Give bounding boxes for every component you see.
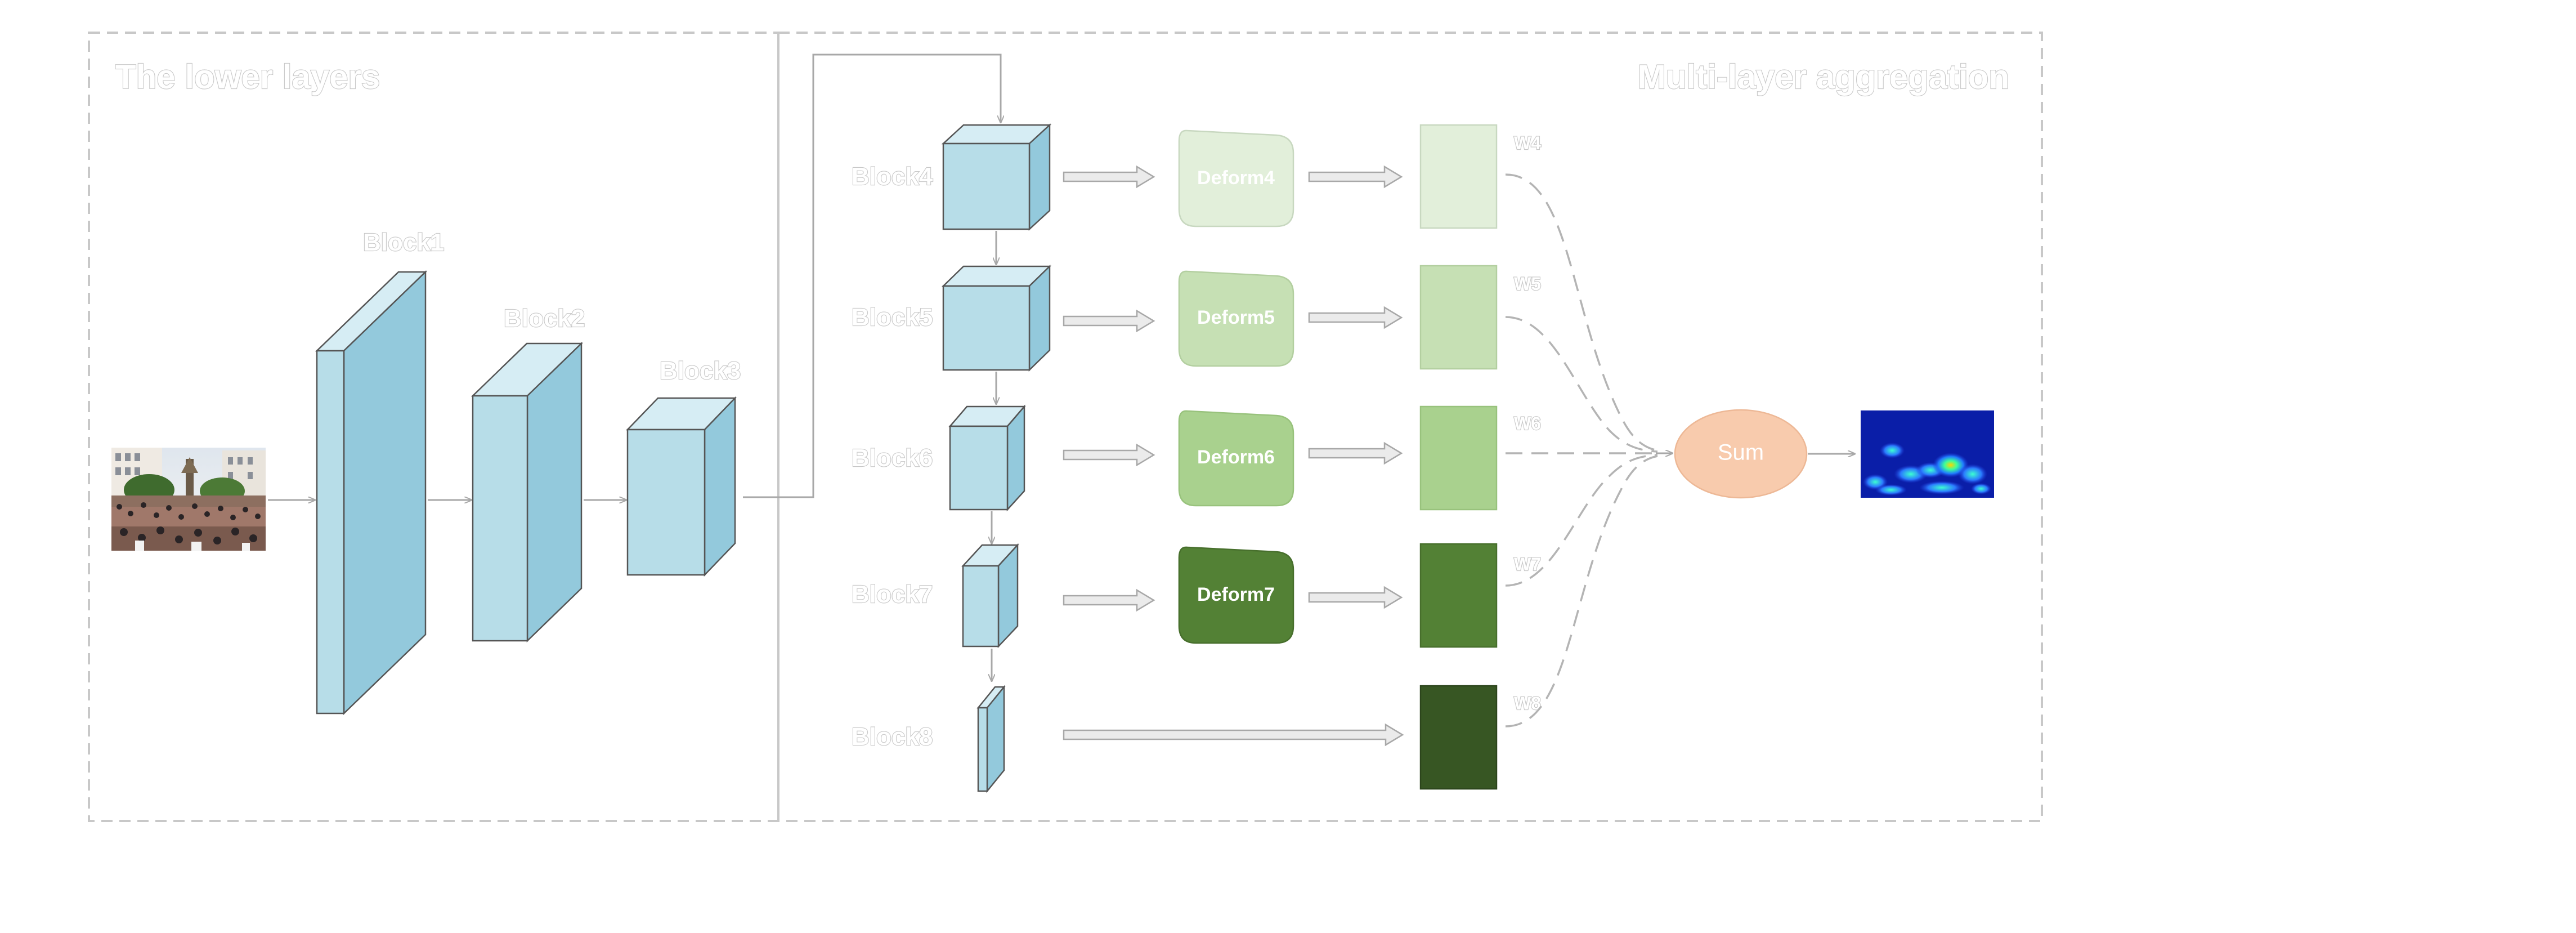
- w5-connector: [1505, 316, 1658, 453]
- block2-cube: [471, 342, 584, 642]
- sum-node: Sum: [1674, 409, 1808, 499]
- weight-w6-label: W6: [1514, 413, 1541, 434]
- block4-to-deform4-arrow: [1063, 165, 1155, 189]
- block8-cube: [976, 685, 1006, 793]
- block7-cube: [961, 543, 1019, 649]
- deform5-module: Deform5: [1178, 270, 1294, 367]
- block7-to-deform7-arrow: [1063, 588, 1155, 612]
- block3-cube: [626, 396, 737, 577]
- w8-connector: [1505, 455, 1658, 727]
- lower-layers-title: The lower layers: [115, 58, 380, 96]
- block3-label: Block3: [660, 357, 741, 385]
- deform6-to-feature6-arrow: [1308, 441, 1403, 465]
- deform7-label: Deform7: [1197, 584, 1275, 605]
- deform4-to-feature4-arrow: [1308, 165, 1403, 189]
- sum-label: Sum: [1718, 440, 1764, 465]
- feature-map-4: [1419, 124, 1498, 229]
- deform5-to-feature5-arrow: [1308, 306, 1403, 329]
- deform6-label: Deform6: [1197, 447, 1275, 468]
- deform5-label: Deform5: [1197, 307, 1275, 328]
- deform7-module: Deform7: [1178, 546, 1294, 644]
- block4-cube: [941, 123, 1052, 231]
- deform7-to-feature7-arrow: [1308, 586, 1403, 609]
- weight-w5-label: W5: [1514, 274, 1541, 294]
- feature-map-7: [1419, 543, 1498, 648]
- block8-to-feature8-arrow: [1063, 723, 1404, 747]
- deform4-module: Deform4: [1178, 130, 1294, 227]
- block6-to-deform6-arrow: [1063, 443, 1155, 467]
- block2-label: Block2: [504, 305, 585, 332]
- block5-cube: [941, 265, 1052, 372]
- w4-connector: [1505, 173, 1658, 452]
- block6-label: Block6: [852, 444, 933, 472]
- feature-map-8: [1419, 685, 1498, 790]
- block3-to-block4-connector: [743, 53, 1001, 498]
- block8-label: Block8: [852, 723, 933, 751]
- aggregation-region: [777, 32, 2043, 822]
- weight-w4-label: W4: [1514, 133, 1541, 153]
- input-crowd-image: [111, 448, 266, 551]
- block7-label: Block7: [852, 581, 933, 608]
- block5-to-deform5-arrow: [1063, 309, 1155, 333]
- feature-map-5: [1419, 265, 1498, 370]
- aggregation-title: Multi-layer aggregation: [1638, 58, 2009, 96]
- weight-w7-label: W7: [1514, 554, 1541, 574]
- w7-connector: [1505, 454, 1658, 587]
- block4-label: Block4: [852, 163, 933, 190]
- feature-map-6: [1419, 405, 1498, 511]
- lower-layers-region: [88, 32, 779, 822]
- block1-cube: [315, 270, 428, 715]
- block5-label: Block5: [852, 303, 933, 331]
- deform4-label: Deform4: [1197, 167, 1275, 189]
- block6-cube: [948, 404, 1026, 512]
- deform6-module: Deform6: [1178, 410, 1294, 507]
- output-density-map: [1861, 410, 1994, 498]
- block1-label: Block1: [363, 229, 444, 256]
